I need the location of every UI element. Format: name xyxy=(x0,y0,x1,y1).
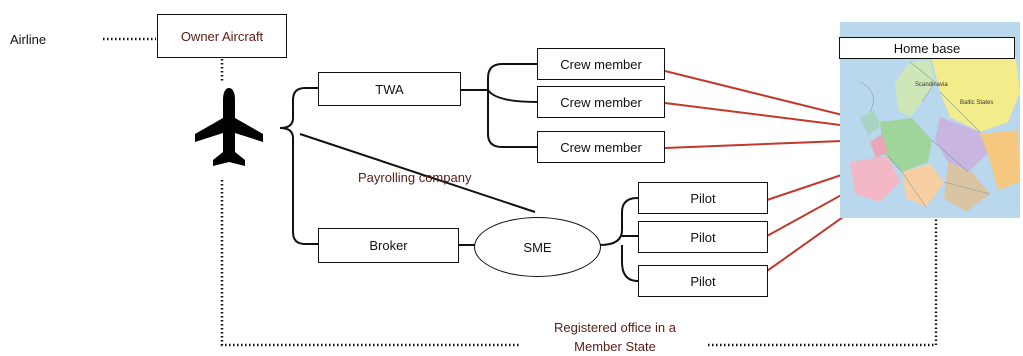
plane-brace xyxy=(279,87,318,245)
registered-office-line-1: Registered office in a xyxy=(554,320,676,335)
pilot-box-3: Pilot xyxy=(638,265,768,297)
crew-member-box-1: Crew member xyxy=(537,48,665,80)
sme-ellipse: SME xyxy=(474,217,601,277)
owner-aircraft-box: Owner Aircraft xyxy=(157,14,287,58)
payrolling-line xyxy=(299,133,536,213)
map-label-scandinavia: Scandinavia xyxy=(915,82,948,88)
home-base-box: Home base xyxy=(839,37,1015,59)
registered-office-dotted-left xyxy=(220,180,520,347)
airplane-icon xyxy=(195,88,263,166)
registered-office-line-2: Member State xyxy=(574,339,656,354)
pilot-box-2: Pilot xyxy=(638,221,768,253)
twa-box: TWA xyxy=(318,72,461,106)
crew-member-box-2: Crew member xyxy=(537,86,665,118)
map-label-baltic: Baltic States xyxy=(960,100,993,106)
registered-office-label: Registered office in a Member State xyxy=(522,318,708,356)
pilot-box-1: Pilot xyxy=(638,182,768,214)
registered-office-dotted-right xyxy=(708,200,938,347)
twa-crew-brace xyxy=(460,63,538,148)
crew-member-box-3: Crew member xyxy=(537,131,665,163)
airline-label: Airline xyxy=(10,32,47,47)
broker-box: Broker xyxy=(318,228,459,263)
sme-pilot-brace xyxy=(599,197,639,282)
payrolling-company-label: Payrolling company xyxy=(358,170,472,185)
